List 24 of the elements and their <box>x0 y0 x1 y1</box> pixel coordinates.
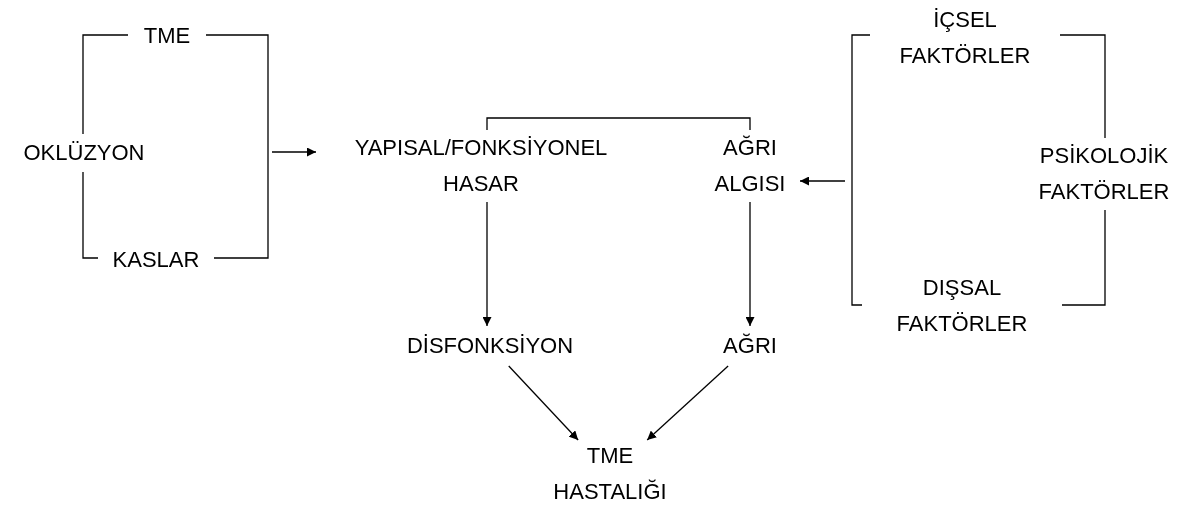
arrow <box>745 201 755 327</box>
concept-label: KASLAR <box>98 246 214 274</box>
concept-label: AĞRI ALGISI <box>700 130 800 202</box>
concept-label: AĞRI <box>700 326 800 366</box>
concept-label: DİSFONKSİYON <box>380 326 600 366</box>
concept-label: İÇSEL FAKTÖRLER <box>870 2 1060 74</box>
connector-line <box>851 34 871 306</box>
concept-label: OKLÜZYON <box>8 134 160 172</box>
arrow <box>508 365 579 441</box>
arrow <box>482 201 492 327</box>
concept-label: DIŞSAL FAKTÖRLER <box>862 270 1062 342</box>
connector-line <box>1061 209 1106 306</box>
concept-label: YAPISAL/FONKSİYONEL HASAR <box>316 130 646 202</box>
connector-line <box>1059 34 1106 139</box>
connector-line <box>205 34 269 259</box>
connector-line <box>486 117 751 131</box>
concept-label: PSİKOLOJİK FAKTÖRLER <box>1018 138 1190 210</box>
concept-label: TME HASTALIĞI <box>545 440 675 508</box>
connector-line <box>82 171 99 259</box>
connector-line <box>82 34 129 135</box>
arrow <box>271 147 317 157</box>
arrow <box>646 365 729 441</box>
concept-label: TME <box>128 22 206 50</box>
arrow <box>799 176 846 186</box>
